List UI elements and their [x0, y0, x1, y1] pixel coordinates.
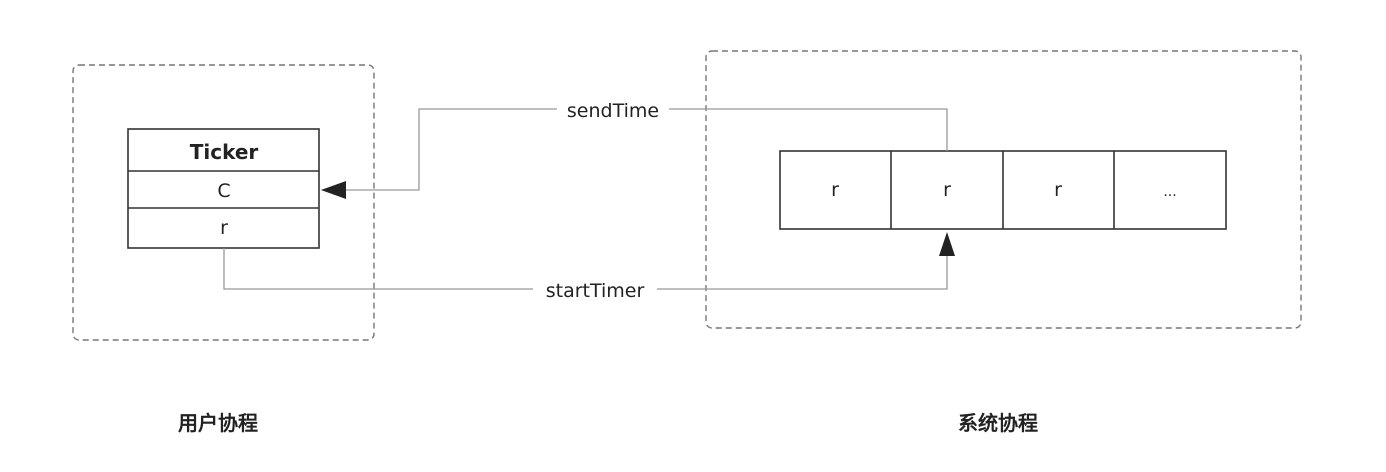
- send-time-label-bg: [557, 97, 669, 121]
- start-timer-label: startTimer: [546, 280, 645, 302]
- start-timer-arrowhead: [939, 232, 955, 256]
- ticker-field-c: C: [217, 180, 230, 202]
- ticker-field-r: r: [220, 217, 228, 239]
- user-goroutine-label: 用户协程: [178, 411, 258, 435]
- timer-heap: r r r ...: [779, 150, 1227, 230]
- send-time-arrowhead: [321, 181, 346, 199]
- heap-cell-1: r: [831, 179, 839, 201]
- heap-cell-more: ...: [1163, 184, 1176, 200]
- system-goroutine-label: 系统协程: [958, 411, 1038, 435]
- system-goroutine-group: [705, 50, 1302, 329]
- user-goroutine-group: [72, 64, 375, 341]
- send-time-connector: [323, 108, 948, 191]
- heap-cell-3: r: [1054, 179, 1062, 201]
- start-timer-label-bg: [533, 277, 657, 301]
- send-time-label: sendTime: [567, 100, 659, 122]
- ticker-class-box: Ticker C r: [127, 128, 320, 249]
- heap-cell-2: r: [943, 179, 951, 201]
- ticker-class-title: Ticker: [190, 140, 259, 164]
